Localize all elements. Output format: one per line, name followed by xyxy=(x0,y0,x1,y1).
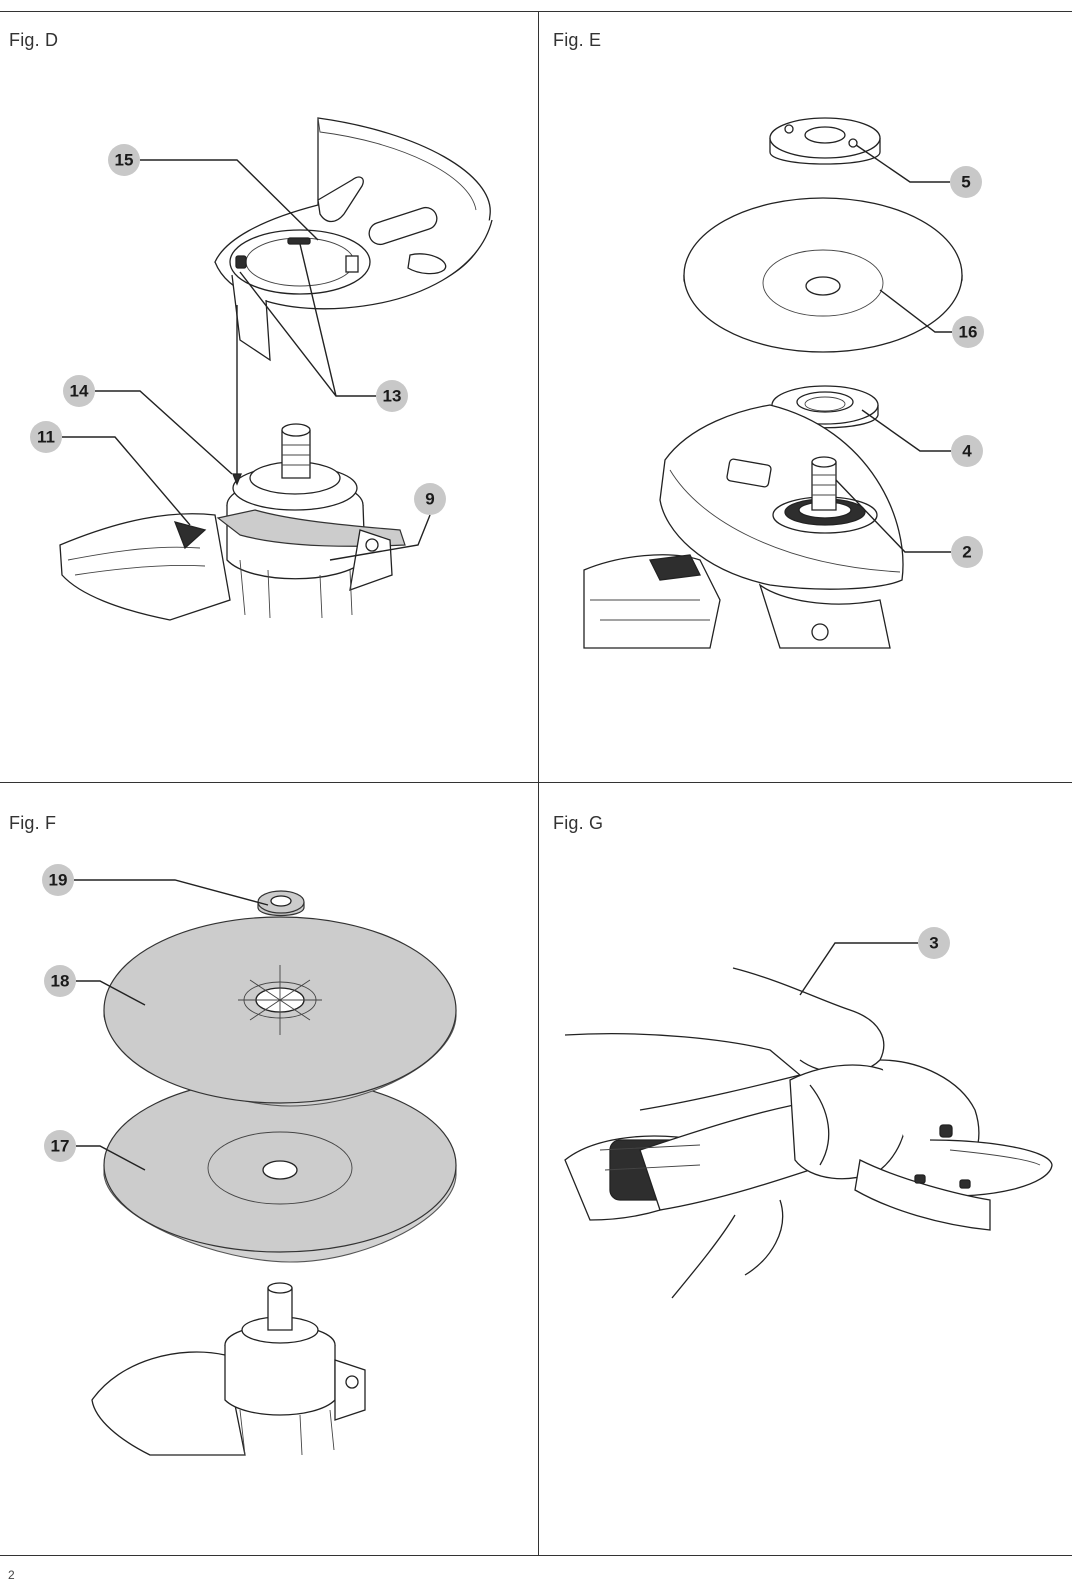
callout-17: 17 xyxy=(44,1130,146,1171)
upper-disc-drawing xyxy=(103,916,457,1107)
hands-holding-grinder-drawing xyxy=(564,967,1053,1299)
middle-rule xyxy=(0,782,1072,783)
callout-9: 9 xyxy=(329,483,446,561)
svg-text:18: 18 xyxy=(51,972,70,991)
svg-text:13: 13 xyxy=(383,387,402,406)
callout-5: 5 xyxy=(855,144,982,198)
svg-text:2: 2 xyxy=(962,543,971,562)
svg-text:15: 15 xyxy=(115,151,134,170)
figure-d-label: Fig. D xyxy=(9,30,59,50)
svg-text:17: 17 xyxy=(51,1137,70,1156)
top-rule xyxy=(0,11,1072,12)
figure-g-label: Fig. G xyxy=(553,813,604,833)
callout-19: 19 xyxy=(42,864,269,906)
grinder-head-drawing xyxy=(59,305,406,621)
figure-d-illustration: 15 14 11 13 9 xyxy=(30,117,493,621)
page-number: 2 xyxy=(8,1568,15,1582)
callout-13: 13 xyxy=(239,243,408,412)
svg-text:11: 11 xyxy=(37,428,55,447)
bottom-rule xyxy=(0,1555,1072,1556)
svg-text:4: 4 xyxy=(962,442,972,461)
figure-g-panel: Fig. G xyxy=(539,783,1072,1555)
svg-text:14: 14 xyxy=(70,382,89,401)
callout-11: 11 xyxy=(30,421,191,526)
callout-3: 3 xyxy=(799,927,950,996)
center-divider xyxy=(538,11,539,1555)
figure-f-label: Fig. F xyxy=(9,813,57,833)
figure-e-illustration: 5 16 4 2 xyxy=(583,117,984,649)
figure-d-panel: Fig. D xyxy=(0,12,538,782)
callout-14: 14 xyxy=(63,375,233,475)
lower-disc-drawing xyxy=(103,1077,457,1263)
figure-e-label: Fig. E xyxy=(553,30,602,50)
svg-text:3: 3 xyxy=(929,934,938,953)
callout-4: 4 xyxy=(861,409,983,467)
figure-e-panel: Fig. E xyxy=(539,12,1072,782)
callout-16: 16 xyxy=(879,289,984,348)
svg-text:16: 16 xyxy=(959,323,978,342)
guard-drawing xyxy=(214,117,493,362)
svg-text:9: 9 xyxy=(425,490,434,509)
figure-f-illustration: 19 18 17 xyxy=(42,864,457,1456)
grinder-with-guard-drawing xyxy=(583,404,904,649)
callout-2: 2 xyxy=(835,479,983,568)
svg-text:5: 5 xyxy=(961,173,970,192)
callout-15: 15 xyxy=(108,144,319,241)
svg-text:19: 19 xyxy=(49,871,68,890)
callout-18: 18 xyxy=(44,965,146,1006)
spindle-head-drawing xyxy=(91,1282,366,1456)
figure-f-panel: Fig. F xyxy=(0,783,538,1555)
clamp-nut-drawing xyxy=(257,890,305,917)
grinding-disc-drawing xyxy=(683,197,963,353)
outer-flange-drawing xyxy=(769,117,881,165)
